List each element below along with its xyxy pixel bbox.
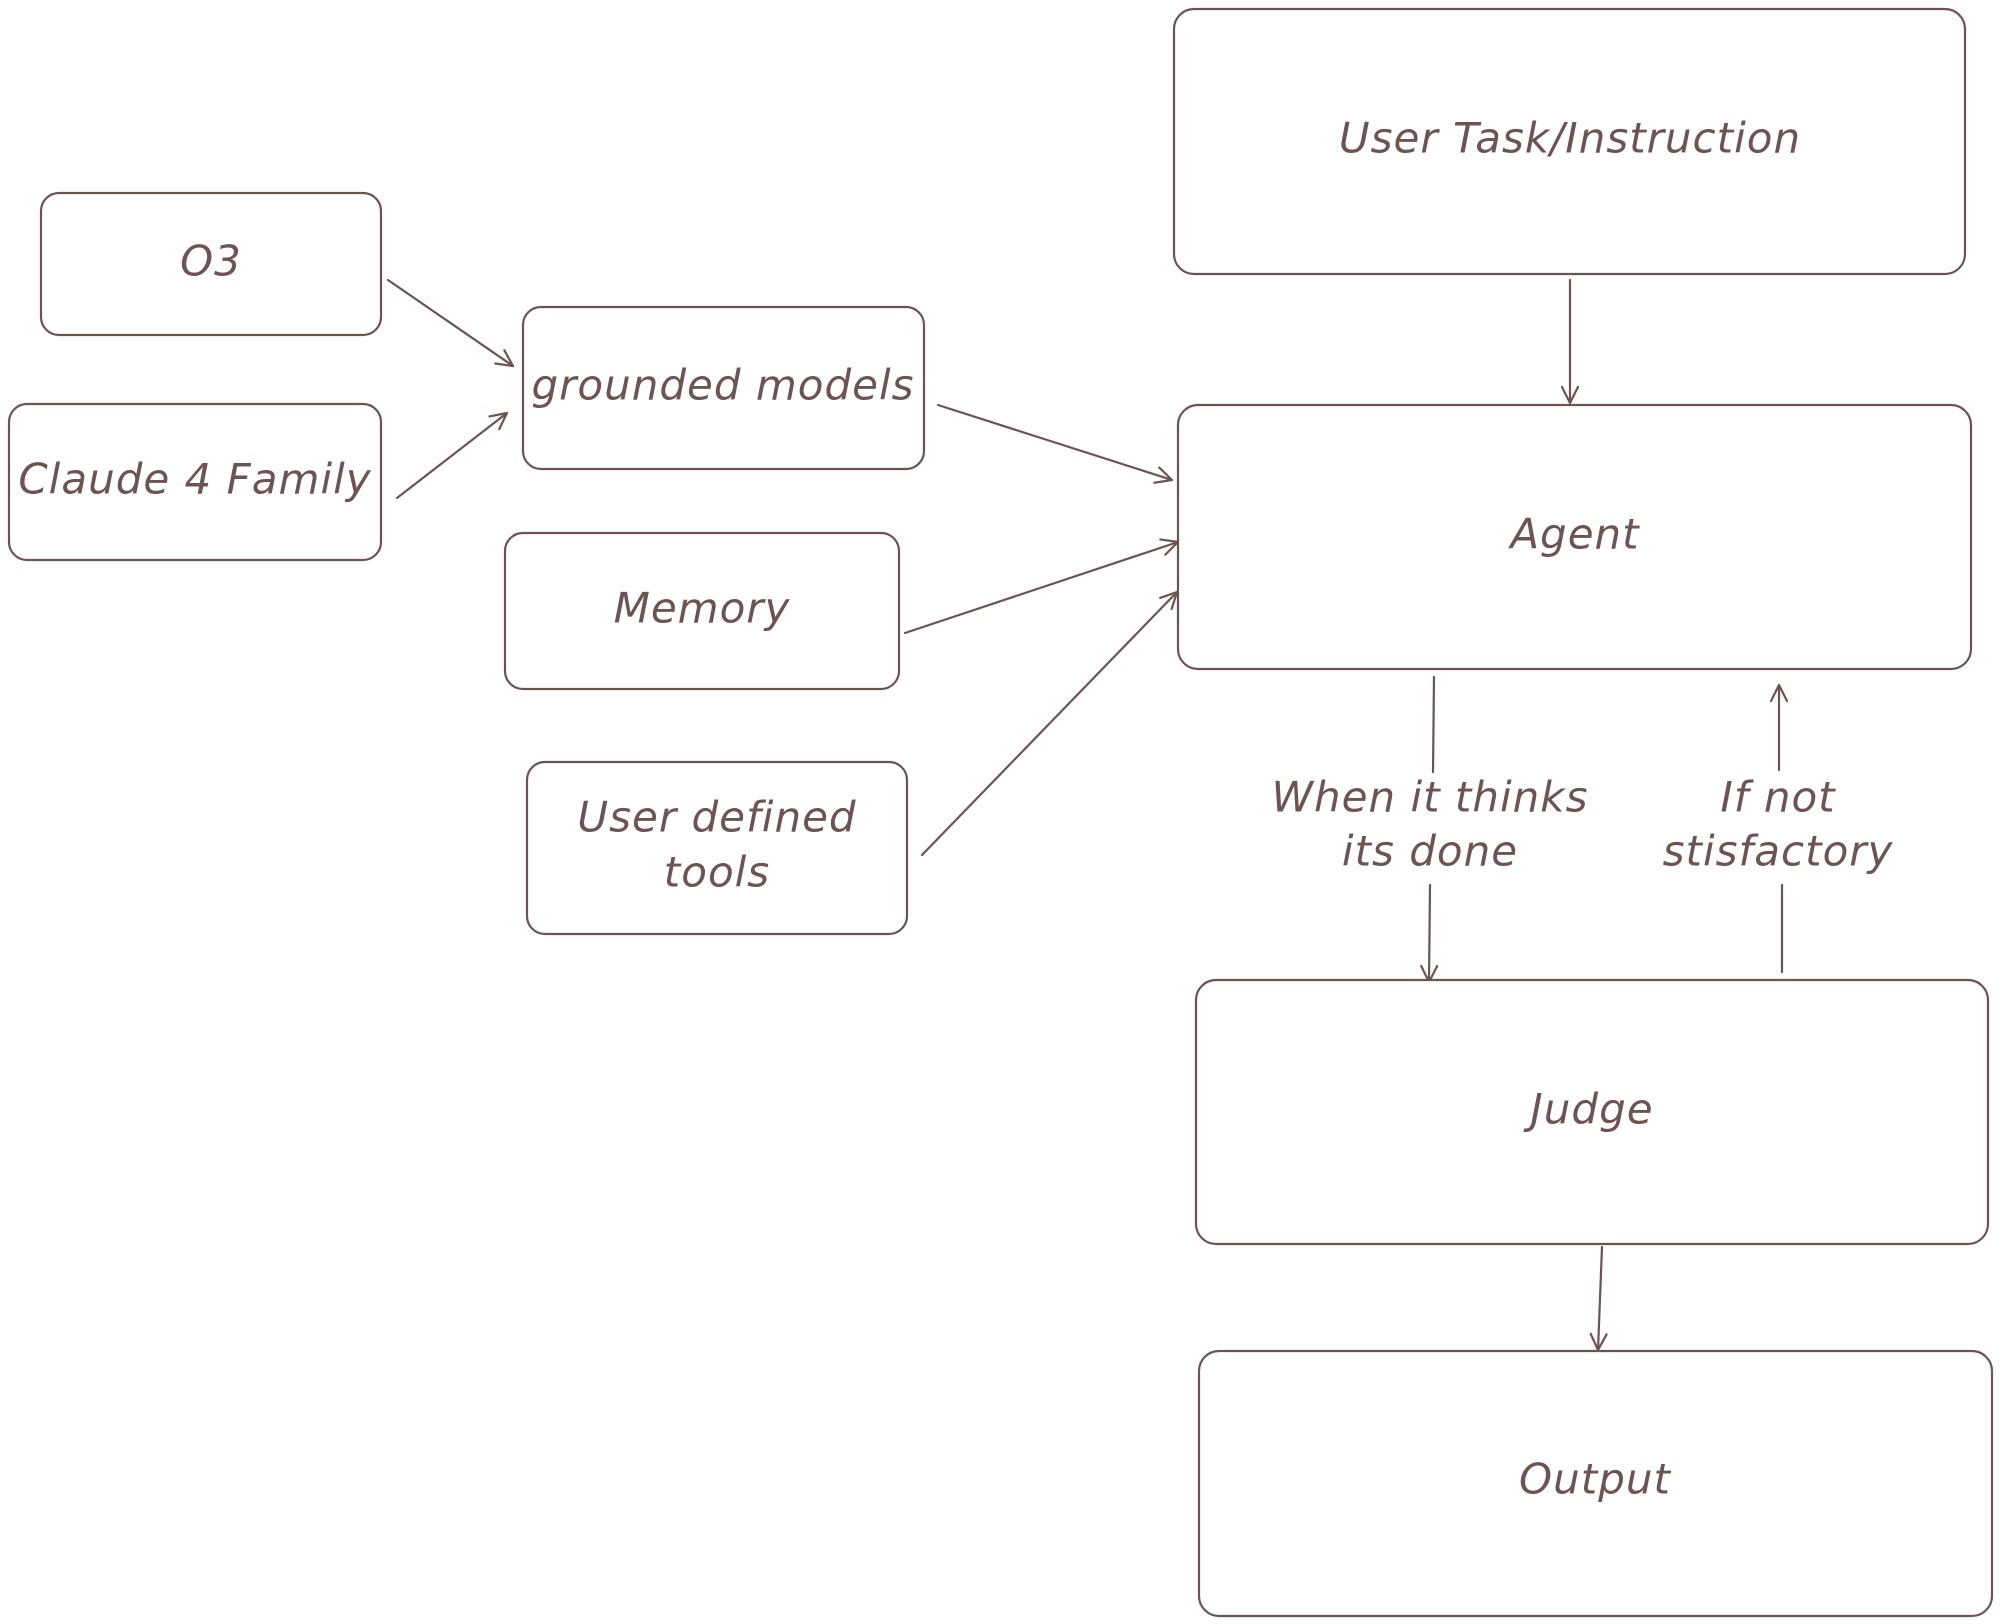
connectors [386, 278, 1789, 1352]
node-output-label: Output [1519, 1455, 1671, 1504]
node-agent-box [1176, 403, 1973, 671]
edge-label-retry-line1: If not [1720, 773, 1836, 822]
node-claude-box [7, 402, 383, 562]
node-grounded-box [521, 305, 926, 471]
arrow-memory-to-agent [903, 538, 1180, 635]
node-task-label: User Task/Instruction [1339, 114, 1801, 163]
node-claude-4-family: Claude 4 Family [7, 402, 383, 562]
node-user-task: User Task/Instruction [1172, 7, 1967, 276]
node-agent-label: Agent [1507, 510, 1640, 559]
node-user-defined-tools: User defined tools [525, 760, 909, 936]
arrow-agent-to-judge-upper [1431, 675, 1436, 774]
edge-label-retry: If not stisfactory [1663, 773, 1894, 876]
node-judge-box [1194, 978, 1990, 1246]
node-tools-box [525, 760, 909, 936]
node-judge: Judge [1194, 978, 1990, 1246]
edge-label-done-line1: When it thinks [1271, 773, 1588, 822]
edge-label-retry-line2: stisfactory [1663, 827, 1894, 876]
node-o3-box [39, 191, 383, 337]
node-o3: O3 [39, 191, 383, 337]
edge-label-done-line2: its done [1342, 827, 1518, 876]
node-tools-label-line1: User defined [577, 793, 856, 842]
node-output: Output [1197, 1349, 1994, 1618]
node-memory-label: Memory [614, 584, 791, 633]
arrow-claude-to-grounded [395, 411, 509, 500]
node-claude-label: Claude 4 Family [18, 455, 371, 504]
edge-label-done: When it thinks its done [1271, 773, 1588, 876]
arrow-grounded-to-agent [936, 403, 1174, 484]
arrow-o3-to-grounded [386, 278, 515, 368]
node-grounded-models: grounded models [521, 305, 926, 471]
node-agent: Agent [1176, 403, 1973, 671]
node-output-box [1197, 1349, 1994, 1618]
node-tools-label-line2: tools [664, 848, 770, 897]
node-o3-label: O3 [180, 237, 242, 286]
node-grounded-label: grounded models [531, 361, 914, 410]
arrow-judge-to-output [1589, 1245, 1608, 1352]
arrow-agent-to-judge-lower [1420, 883, 1439, 984]
node-judge-label: Judge [1523, 1085, 1653, 1134]
node-memory: Memory [503, 531, 901, 691]
node-memory-box [503, 531, 901, 691]
node-task-box [1172, 7, 1967, 276]
arrow-tools-to-agent [920, 590, 1179, 857]
